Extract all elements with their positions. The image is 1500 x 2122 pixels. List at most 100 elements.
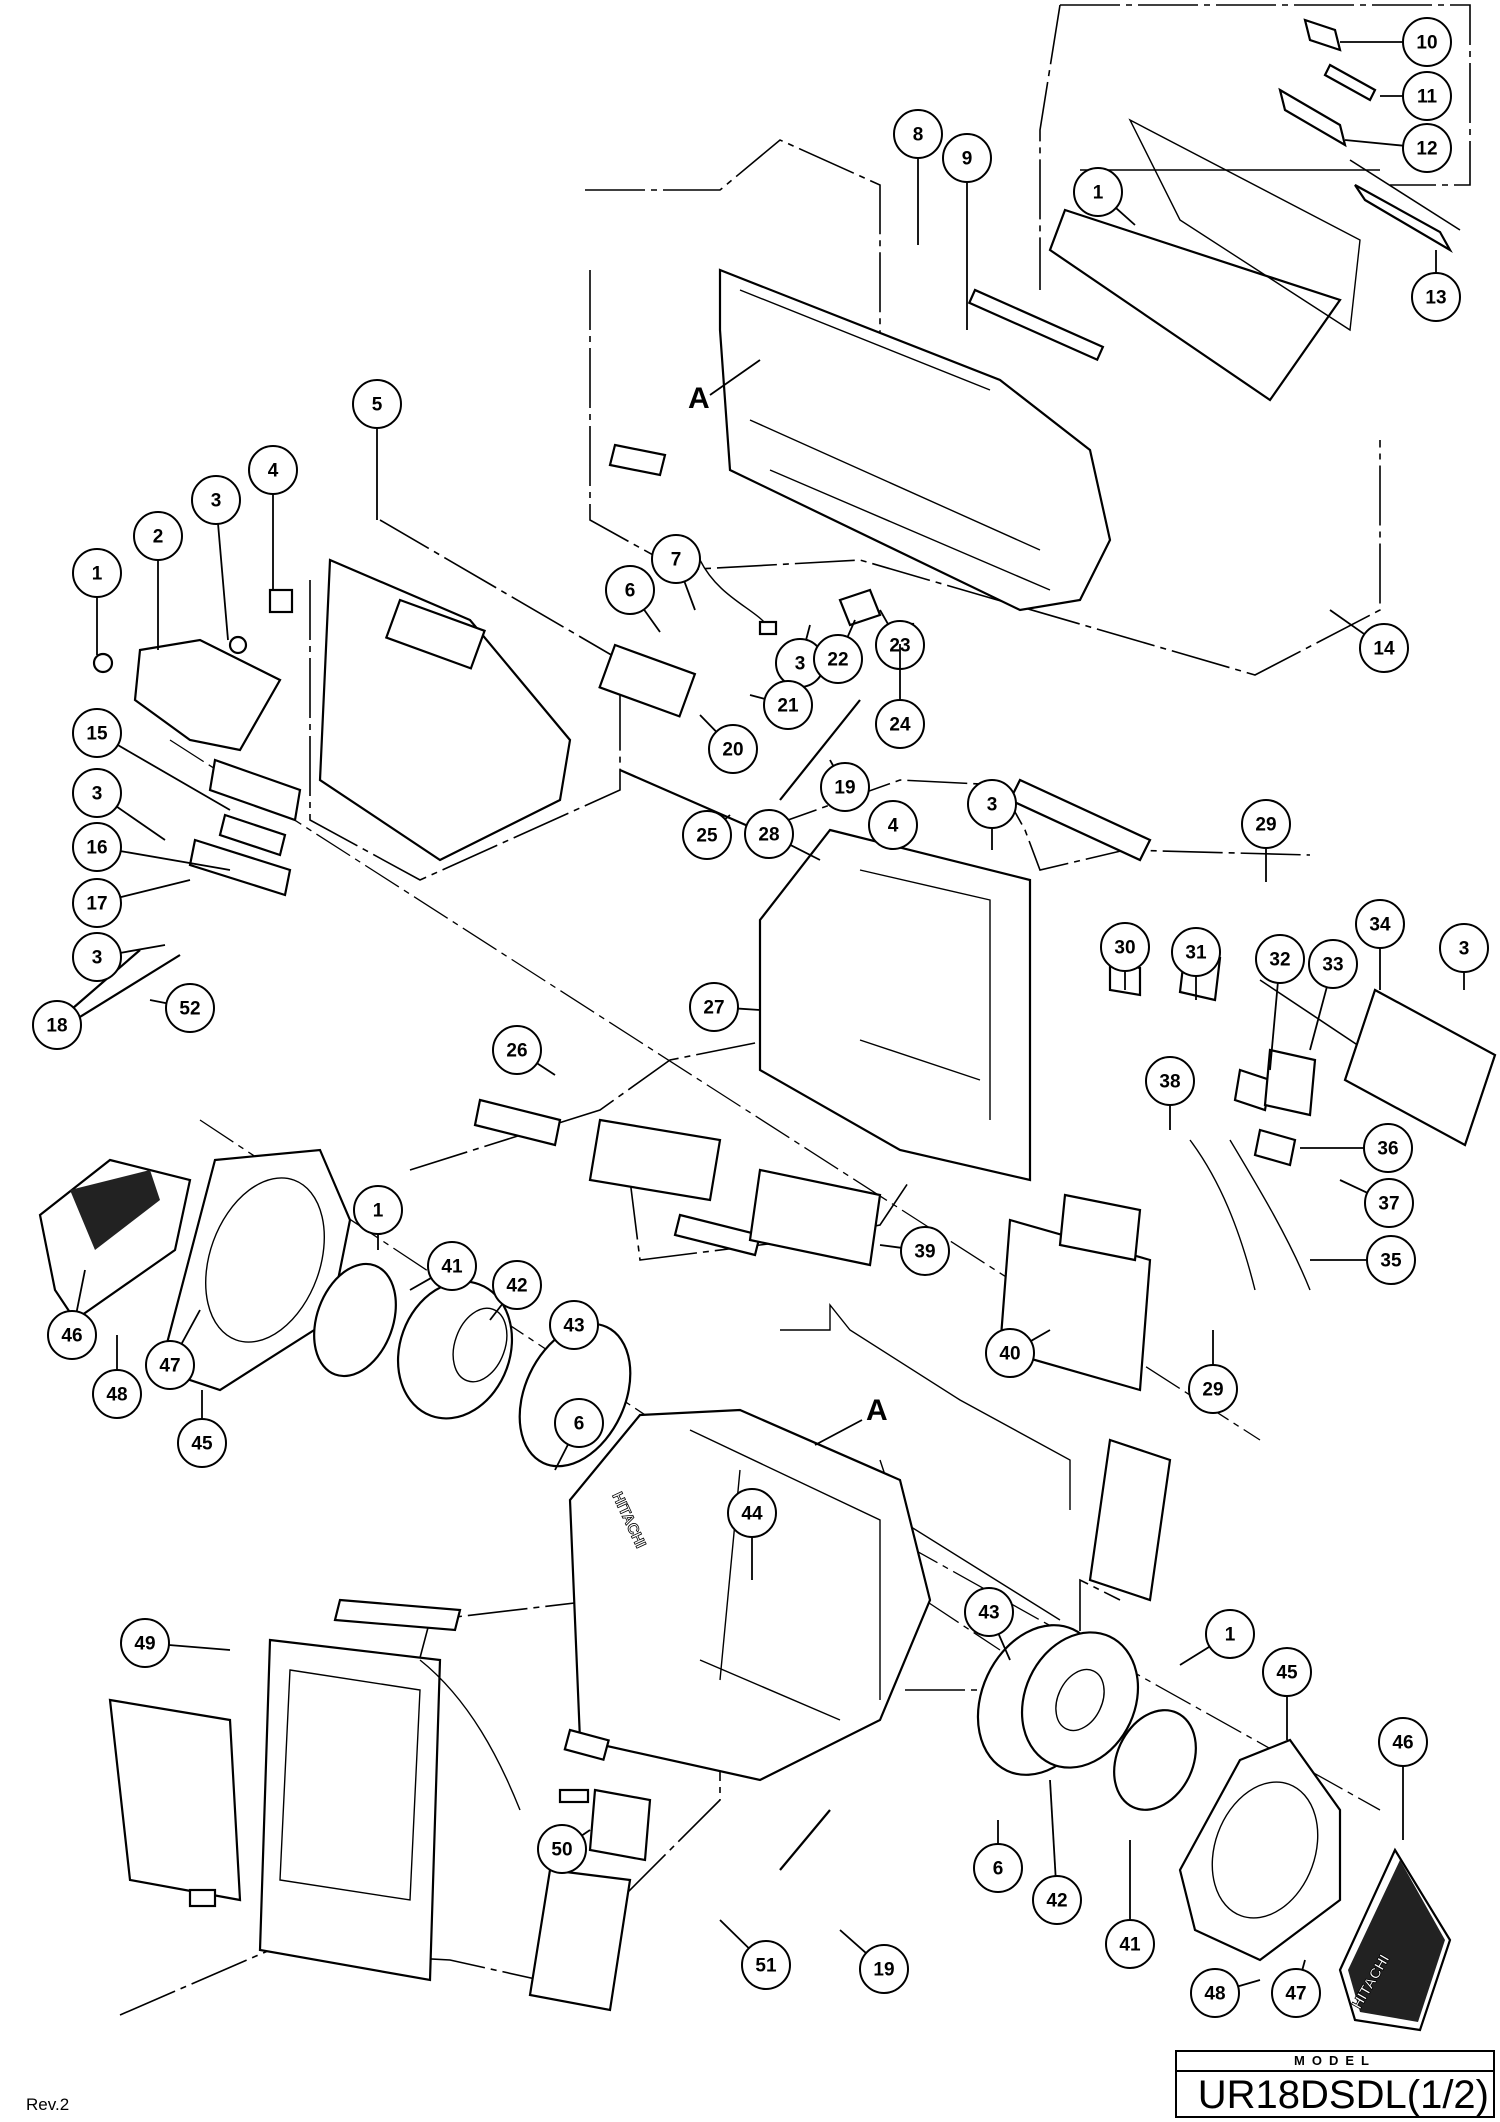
callout-22: 22: [813, 619, 863, 684]
part-top-housing: [718, 268, 1112, 612]
callout-leader: [737, 1007, 761, 1011]
callout-number: 1: [373, 1201, 384, 1222]
callout-number: 33: [1322, 955, 1343, 976]
callout-leader: [846, 619, 856, 638]
callout-number: 32: [1269, 950, 1290, 971]
callout-number: 12: [1416, 139, 1437, 160]
callout-19: 19: [820, 759, 870, 812]
callout-circle: [177, 1418, 227, 1468]
part-5-window: [384, 598, 486, 670]
callout-circle: [727, 1488, 777, 1538]
callout-39: 39: [879, 1226, 950, 1276]
part-top-housing-detail: [739, 289, 1051, 591]
part-26-bracket: [473, 1098, 562, 1147]
callout-leader: [1049, 1779, 1057, 1877]
part-bracket-left: [608, 443, 667, 477]
callout-number: 47: [1285, 1984, 1306, 2005]
callout-circle: [1241, 799, 1291, 849]
grille-mesh-right: [1348, 1860, 1445, 2022]
callout-number: 20: [722, 740, 743, 761]
group-5-outline: [309, 519, 621, 881]
callout-circle: [1073, 167, 1123, 217]
reference-a-top-leader: [709, 359, 761, 396]
callout-51: 51: [719, 1919, 791, 1990]
callout-circle: [554, 1398, 604, 1448]
callout-number: 50: [551, 1840, 572, 1861]
part-bezel-opening-left: [205, 1177, 325, 1343]
callout-circle: [352, 379, 402, 429]
callout-number: 3: [211, 491, 222, 512]
callout-circle: [248, 445, 298, 495]
callout-circle: [1359, 623, 1409, 673]
part-4-washer: [268, 588, 294, 614]
callout-number: 3: [92, 784, 103, 805]
callout-number: 2: [153, 527, 164, 548]
callout-circle: [651, 534, 701, 584]
callout-number: 51: [755, 1956, 777, 1977]
part-41-gasket-left: [313, 1262, 397, 1378]
group-26-outer: [409, 1039, 771, 1171]
callout-26: 26: [492, 1025, 556, 1076]
callout-leader: [180, 1309, 201, 1345]
callout-number: 49: [134, 1634, 155, 1655]
callout-43: 43: [964, 1587, 1014, 1661]
part-35-wires: [1189, 1139, 1311, 1291]
callout-circle: [1402, 71, 1452, 121]
callout-38: 38: [1145, 1056, 1195, 1130]
callout-47: 47: [1271, 1959, 1321, 2018]
callout-number: 37: [1378, 1194, 1399, 1215]
part-22-23: [838, 588, 882, 627]
callout-1: 1: [353, 1185, 403, 1250]
callout-circle: [875, 699, 925, 749]
callout-46: 46: [1378, 1717, 1428, 1840]
part-front-frame-inner: [279, 1669, 421, 1901]
callout-4: 4: [248, 445, 298, 590]
callout-29: 29: [1241, 799, 1291, 882]
callout-leader: [724, 814, 731, 820]
callout-circle: [133, 511, 183, 561]
callout-leader: [409, 1277, 432, 1291]
callout-32: 32: [1255, 934, 1305, 1071]
callout-50: 50: [537, 1824, 591, 1874]
callout-circle: [145, 1340, 195, 1390]
callout-42: 42: [1032, 1779, 1082, 1925]
callout-circle: [605, 565, 655, 615]
callout-number: 9: [962, 149, 973, 170]
callout-37: 37: [1339, 1178, 1414, 1228]
callout-leader: [116, 805, 166, 841]
callout-46: 46: [47, 1269, 97, 1360]
callout-number: 45: [191, 1434, 213, 1455]
callout-circle: [72, 768, 122, 818]
callout-leader: [1269, 982, 1279, 1071]
callout-27: 27: [689, 982, 761, 1032]
callout-circle: [72, 822, 122, 872]
callout-circle: [964, 1587, 1014, 1637]
part-7-connector: [758, 620, 778, 636]
callout-35: 35: [1310, 1235, 1416, 1285]
callout-8: 8: [893, 109, 943, 245]
callout-36: 36: [1300, 1123, 1413, 1173]
callout-9: 9: [942, 133, 992, 330]
group-14-outline: [589, 270, 1381, 676]
part-42-speaker-right: [1020, 1631, 1140, 1769]
callout-number: 14: [1373, 639, 1395, 660]
callout-45: 45: [1262, 1647, 1312, 1740]
part-lid-frame: [1048, 208, 1342, 402]
callout-number: 46: [61, 1326, 82, 1347]
callout-circle: [72, 932, 122, 982]
callout-13: 13: [1411, 250, 1461, 322]
callout-20: 20: [699, 714, 758, 774]
callout-leader: [536, 1062, 556, 1076]
callout-number: 45: [1276, 1663, 1298, 1684]
callout-number: 10: [1416, 33, 1437, 54]
callout-circle: [549, 1300, 599, 1350]
callout-number: 48: [106, 1385, 127, 1406]
callout-3: 3: [1439, 923, 1489, 990]
callout-1: 1: [72, 548, 122, 655]
callout-42: 42: [489, 1260, 542, 1321]
callout-leader: [699, 714, 717, 733]
callout-number: 6: [574, 1414, 585, 1435]
callout-circle: [492, 1025, 542, 1075]
callout-leader: [1115, 207, 1136, 226]
callout-circle: [689, 982, 739, 1032]
